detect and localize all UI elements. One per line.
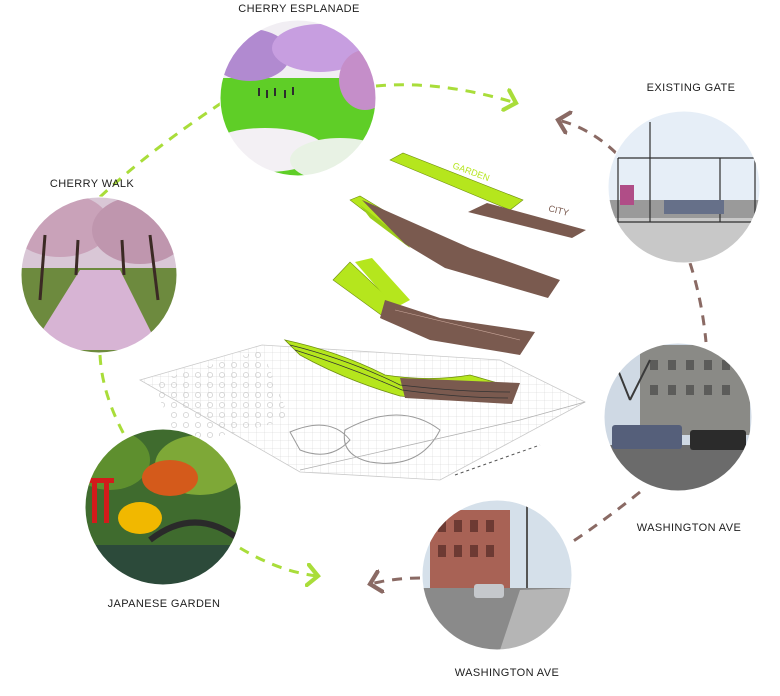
city-layer-tag: CITY [548,203,570,218]
photo-cherry-esplanade [220,20,376,176]
label-cherry-walk: CHERRY WALK [49,178,135,190]
city-route [370,120,708,584]
layer-intersect [349,195,560,298]
photo-washington-ave-right [604,343,752,491]
label-existing-gate: EXISTING GATE [646,82,736,94]
garden-route [98,83,516,576]
photo-existing-gate [608,111,760,263]
site-base-plan [138,339,586,481]
layer-city [468,203,586,238]
photo-cherry-walk [21,197,177,353]
label-washington-ave-bottom: WASHINGTON AVE [454,667,560,679]
layer-merge [332,258,535,355]
label-japanese-garden: JAPANESE GARDEN [107,598,221,610]
label-washington-ave-right: WASHINGTON AVE [636,522,742,534]
layer-garden [389,152,524,211]
layer-stack: GARDEN CITY [332,152,586,355]
label-cherry-esplanade: CHERRY ESPLANADE [238,3,360,15]
